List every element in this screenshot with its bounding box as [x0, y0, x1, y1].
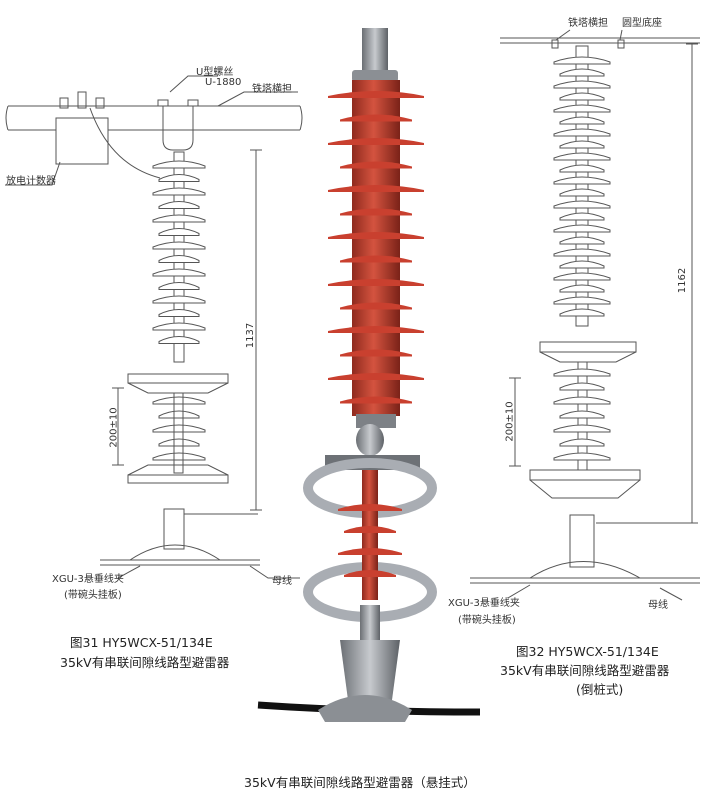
red-shed — [328, 279, 424, 286]
red-shed — [328, 326, 424, 333]
shed — [553, 224, 611, 233]
shed — [559, 308, 605, 317]
fig31-gap-label: 200±10 — [108, 407, 120, 448]
red-shed — [344, 526, 396, 533]
fig31-clamp-sub-label: (带碗头挂板) — [64, 590, 122, 601]
shed — [152, 424, 206, 433]
fig32-clamp-label: XGU-3悬垂线夹 — [448, 598, 520, 609]
shed — [152, 295, 206, 304]
shed — [559, 188, 605, 197]
shed — [559, 164, 605, 173]
fig31-sheds-upper — [152, 160, 206, 461]
shed — [152, 160, 206, 169]
shed — [559, 236, 605, 245]
shed — [559, 212, 605, 221]
shed — [553, 424, 611, 433]
shed — [152, 214, 206, 223]
shed — [553, 396, 611, 405]
red-shed — [338, 504, 402, 511]
fig32-gap-label: 200±10 — [504, 401, 516, 442]
shed — [152, 452, 206, 461]
fig31-u1880-label: U-1880 — [205, 77, 242, 88]
shed — [553, 248, 611, 257]
shed — [553, 200, 611, 209]
photo-caption: 35kV有串联间隙线路型避雷器（悬挂式） — [244, 775, 476, 790]
shed — [553, 152, 611, 161]
shed — [158, 201, 200, 209]
fig32-height-label: 1162 — [677, 267, 689, 294]
shed — [559, 438, 605, 447]
fig31-crossarm-label: 铁塔横担 — [252, 84, 292, 95]
shed — [158, 309, 200, 317]
red-shed — [328, 232, 424, 239]
shed — [158, 336, 200, 344]
red-shed — [328, 138, 424, 145]
red-shed — [328, 91, 424, 98]
shed — [559, 92, 605, 101]
shed — [158, 282, 200, 290]
shed — [553, 104, 611, 113]
fig31-busbar-label: 母线 — [272, 576, 292, 587]
shed — [559, 68, 605, 77]
shed — [152, 241, 206, 250]
shed — [559, 140, 605, 149]
red-shed — [340, 349, 412, 357]
shed — [158, 174, 200, 182]
fig31-caption-line1: 图31 HY5WCX-51/134E — [70, 635, 213, 650]
shed — [152, 187, 206, 196]
shed — [152, 396, 206, 405]
red-shed — [340, 208, 412, 216]
fig32-caption-line1: 图32 HY5WCX-51/134E — [516, 644, 659, 659]
red-shed — [340, 396, 412, 404]
shed — [152, 268, 206, 277]
red-shed — [344, 570, 396, 577]
red-shed — [338, 548, 402, 555]
shed — [553, 272, 611, 281]
red-shed — [328, 185, 424, 192]
gap-sheds — [338, 504, 402, 577]
red-shed — [340, 255, 412, 263]
fig32-base-label: 圆型底座 — [622, 18, 662, 29]
shed — [152, 322, 206, 331]
shed — [559, 260, 605, 269]
shed — [553, 80, 611, 89]
shed — [158, 410, 200, 419]
fig32-caption-line2: 35kV有串联间隙线路型避雷器 — [500, 663, 670, 678]
red-shed — [340, 161, 412, 169]
shed — [559, 116, 605, 125]
shed — [553, 128, 611, 137]
shed — [559, 382, 605, 391]
fig32-caption-line3: (倒桩式) — [576, 682, 624, 697]
shed — [158, 255, 200, 263]
fig31-clamp-label: XGU-3悬垂线夹 — [52, 574, 124, 585]
red-housing — [352, 80, 400, 416]
top-fitting — [362, 28, 388, 76]
shed — [158, 438, 200, 447]
red-shed — [340, 114, 412, 122]
shed — [553, 296, 611, 305]
shed — [559, 284, 605, 293]
fig32-sheds — [553, 56, 611, 461]
shed — [553, 56, 611, 65]
red-shed — [328, 373, 424, 380]
fig31-height-label: 1137 — [245, 322, 257, 349]
shed — [553, 452, 611, 461]
shed — [559, 410, 605, 419]
shed — [158, 228, 200, 236]
fig32-clamp-sub-label: (带碗头挂板) — [458, 615, 516, 626]
fig31-u-bolt-label: U型螺丝 — [196, 67, 234, 78]
red-shed — [340, 302, 412, 310]
fig32-busbar-label: 母线 — [648, 600, 668, 611]
red-sheds — [328, 91, 424, 404]
fig31-counter-label: 放电计数器 — [6, 176, 56, 187]
fig31-caption-line2: 35kV有串联间隙线路型避雷器 — [60, 655, 230, 670]
fig32-crossarm-label: 铁塔横担 — [568, 18, 608, 29]
shed — [553, 368, 611, 377]
shed — [553, 176, 611, 185]
